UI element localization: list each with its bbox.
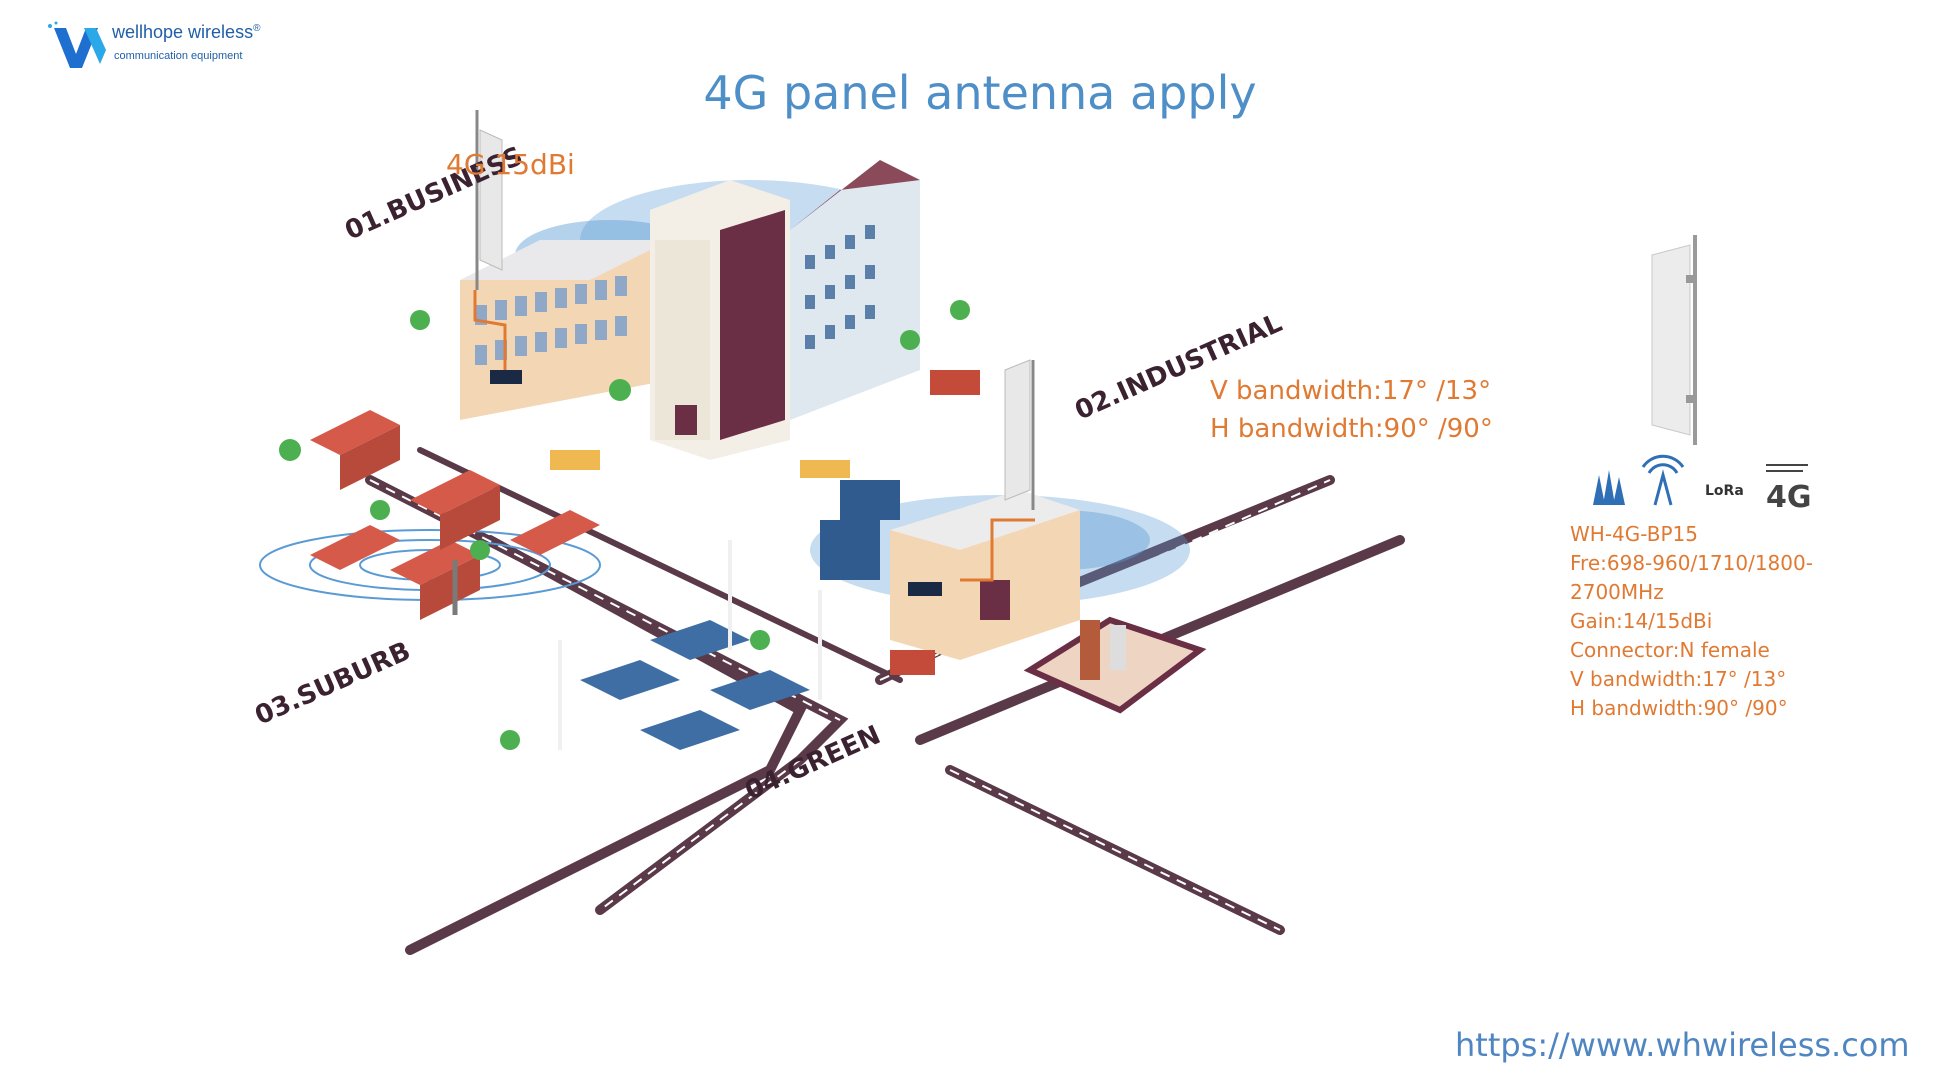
4g-icon: 4G	[1766, 464, 1812, 515]
brand-tagline: communication equipment	[114, 50, 243, 62]
spec-frequency: Fre:698-960/1710/1800-	[1570, 551, 1813, 575]
apartment-building	[790, 160, 920, 420]
svg-text:4G: 4G	[1766, 480, 1812, 515]
antenna-gain-label: 4G 15dBi	[446, 148, 575, 181]
spec-h-bandwidth: H bandwidth:90° /90°	[1570, 696, 1788, 720]
technology-icons: LoRa 4G	[1593, 454, 1812, 515]
product-specifications: WH-4G-BP15 Fre:698-960/1710/1800- 2700MH…	[1570, 520, 1813, 723]
spec-connector: Connector:N female	[1570, 638, 1770, 662]
tree-signal-icon	[1593, 470, 1625, 505]
page-title: 4G panel antenna apply	[703, 66, 1257, 120]
zone-label-green: 04.GREEN	[741, 720, 885, 806]
lora-icon: LoRa	[1705, 483, 1744, 499]
zone-label-industrial: 02.INDUSTRIAL	[1071, 308, 1287, 426]
spec-gain: Gain:14/15dBi	[1570, 609, 1713, 633]
v-bandwidth-label: V bandwidth:17° /13°	[1210, 376, 1492, 406]
trees	[279, 300, 970, 750]
power-plant	[1023, 616, 1207, 714]
zone-label-suburb: 03.SUBURB	[251, 636, 415, 731]
bus	[550, 450, 600, 470]
brand-name: wellhope wireless®	[112, 22, 261, 42]
h-bandwidth-label: H bandwidth:90° /90°	[1210, 414, 1493, 444]
spec-v-bandwidth: V bandwidth:17° /13°	[1570, 667, 1787, 691]
truck	[930, 370, 980, 395]
spec-model: WH-4G-BP15	[1570, 522, 1698, 546]
panel-antenna-product-image	[1651, 235, 1697, 445]
panel-antenna-business	[473, 110, 522, 384]
tower-signal-icon	[1641, 454, 1685, 506]
office-tower	[650, 180, 790, 460]
city-illustration: 01.BUSINESS 02.INDUSTRIAL 03.SUBURB 04.G…	[251, 110, 1405, 955]
business-building	[460, 240, 670, 420]
suburb-area	[259, 410, 601, 620]
green-area	[558, 540, 822, 750]
website-link[interactable]: https://www.whwireless.com	[1455, 1026, 1910, 1064]
panel-antenna-industrial	[908, 359, 1035, 596]
warehouse	[820, 480, 1080, 660]
company-logo	[48, 21, 106, 68]
spec-frequency-cont: 2700MHz	[1570, 580, 1664, 604]
